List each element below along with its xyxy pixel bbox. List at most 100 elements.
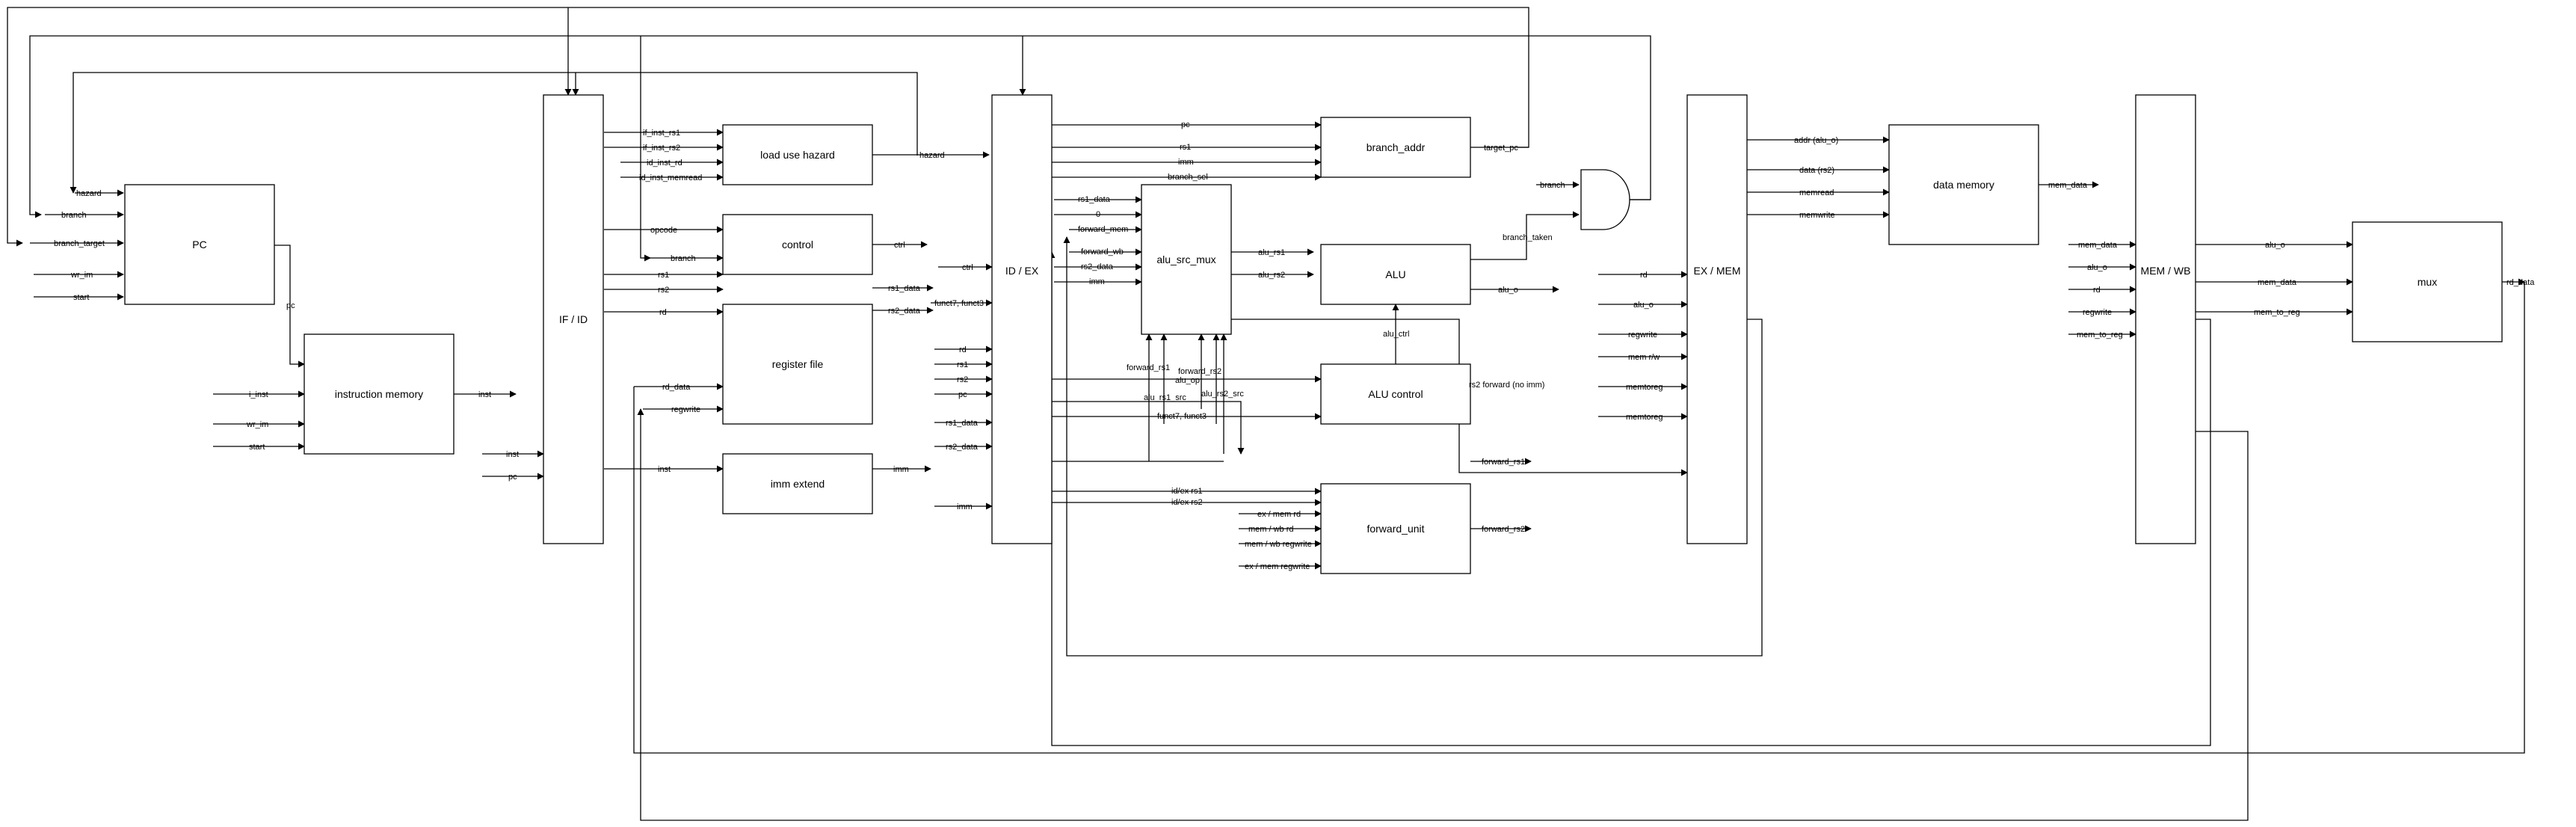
branch-addr-label: branch_addr — [1366, 141, 1426, 153]
control-label: control — [782, 239, 813, 250]
wire-label: mem_to_reg — [2254, 308, 2300, 317]
wire-label: hazard — [76, 189, 102, 198]
ex-mem-label: EX / MEM — [1693, 265, 1740, 277]
wire-label: i_inst — [249, 390, 268, 399]
wire-label: branch_taken — [1503, 233, 1553, 242]
wire-label: alu_rs2_src — [1201, 390, 1244, 399]
wire-label: regwrite — [2083, 308, 2112, 317]
wire-label: ctrl — [894, 241, 905, 250]
wire-label: pc — [958, 390, 967, 399]
wire-label: data (rs2) — [1799, 166, 1834, 175]
wire-label: alu_rs1 — [1258, 248, 1285, 257]
alu-label: ALU — [1385, 268, 1405, 280]
wire-label: start — [249, 443, 265, 452]
register-file-label: register file — [772, 358, 824, 370]
wire-label: alu_o — [2087, 263, 2107, 272]
wire-label: inst — [658, 465, 671, 474]
wire-label: wr_im — [246, 420, 268, 429]
wire-label: 0 — [1096, 210, 1100, 219]
wire-label: memwrite — [1799, 211, 1835, 220]
forward-unit-block: forward_unit — [1320, 483, 1471, 574]
imm-extend-block: imm extend — [722, 453, 873, 514]
wire-label: inst — [478, 390, 491, 399]
load-use-hazard-block: load use hazard — [722, 124, 873, 185]
wire-label: wr_im — [70, 271, 93, 280]
wire-label: rs1 — [1180, 143, 1191, 152]
wire-label: id_inst_rd — [647, 159, 682, 167]
wire-label: rs1 — [957, 360, 968, 369]
alu-src-mux-block: alu_src_mux — [1141, 184, 1232, 335]
wire-label: alu_op — [1175, 376, 1200, 385]
mux-block: mux — [2352, 221, 2503, 342]
wire-label: forward_rs1 — [1482, 458, 1525, 467]
wire-label: rs1_data — [888, 284, 921, 293]
alu-block: ALU — [1320, 244, 1471, 305]
wire-label: regwrite — [671, 405, 700, 414]
wire-label: mem_to_reg — [2077, 331, 2123, 339]
wire-label: id/ex rs2 — [1171, 498, 1203, 507]
wire-label: rd_data — [662, 383, 691, 392]
wire-label: rd — [1640, 271, 1648, 280]
wire-label: forward_rs2 — [1482, 525, 1525, 534]
wire-label: rd — [2093, 286, 2101, 295]
wire-label: ex / mem rd — [1257, 510, 1301, 519]
id-ex-register: ID / EX — [991, 94, 1053, 544]
wire-label: forward_wb — [1081, 248, 1124, 256]
wire-label: rs1 — [658, 271, 669, 280]
wire-label: forward_rs1 — [1127, 363, 1170, 372]
wire-label: mem / wb regwrite — [1245, 540, 1312, 549]
wire-label: branch — [61, 211, 87, 220]
wire-label: funct7, funct3 — [1157, 412, 1207, 421]
wire-label: rd — [659, 308, 667, 317]
wire-label: alu_ctrl — [1383, 330, 1409, 339]
wire-label: rs2 forward (no imm) — [1469, 381, 1544, 390]
wire-label: branch — [1540, 181, 1565, 190]
wire-label: start — [73, 293, 89, 302]
wire-label: rs2 — [658, 286, 669, 295]
wire-label: pc — [286, 301, 295, 310]
wire-label: rd_data — [2506, 278, 2535, 287]
instruction-memory-block: instruction memory — [303, 333, 455, 455]
data-memory-label: data memory — [1933, 179, 1994, 191]
wire-label: funct7, funct3 — [934, 299, 984, 308]
pc-block: PC — [124, 184, 275, 305]
alu-src-mux-label: alu_src_mux — [1156, 253, 1215, 265]
wire-label: regwrite — [1628, 331, 1657, 339]
wire-label: imm — [957, 502, 973, 511]
wire-label: branch — [671, 254, 696, 263]
wire-label: rs2_data — [1081, 262, 1114, 271]
wire-label: mem / wb rd — [1248, 525, 1294, 534]
wire-label: rs2_data — [888, 307, 921, 316]
wire-label: imm — [1089, 277, 1105, 286]
wire-label: mem_data — [2258, 278, 2297, 287]
wire-label: rs1_data — [946, 419, 979, 428]
wire-label: alu_o — [1498, 286, 1518, 295]
forward-unit-label: forward_unit — [1366, 523, 1424, 535]
wire-label: mem_data — [2048, 181, 2088, 190]
register-file-block: register file — [722, 304, 873, 425]
wire-label: branch_sel — [1168, 173, 1208, 182]
pc-label: PC — [192, 239, 206, 250]
wire-label: pc — [1181, 120, 1190, 129]
load-use-hazard-label: load use hazard — [760, 149, 835, 161]
id-ex-label: ID / EX — [1005, 265, 1039, 277]
wire-label: opcode — [650, 226, 677, 235]
wire-label: id_inst_memread — [639, 173, 702, 182]
wire-label: rd — [959, 345, 967, 354]
wire-label: branch_target — [54, 239, 105, 248]
if-id-register: IF / ID — [543, 94, 604, 544]
wire-label: target_pc — [1484, 144, 1518, 153]
wire-label: if_inst_rs2 — [643, 144, 680, 153]
wire-label: if_inst_rs1 — [643, 129, 680, 138]
imm-extend-label: imm extend — [771, 478, 825, 490]
branch-addr-block: branch_addr — [1320, 117, 1471, 178]
wire-label: memtoreg — [1626, 413, 1663, 422]
wire-label: imm — [893, 465, 909, 474]
alu-control-label: ALU control — [1368, 388, 1423, 400]
wire-label: memread — [1799, 188, 1834, 197]
wire-label: rs2_data — [946, 443, 979, 452]
wire-label: id/ex rs1 — [1171, 487, 1203, 496]
mem-wb-register: MEM / WB — [2135, 94, 2196, 544]
wire-label: rs2 — [957, 375, 968, 384]
wire-label: ex / mem regwrite — [1245, 562, 1310, 571]
